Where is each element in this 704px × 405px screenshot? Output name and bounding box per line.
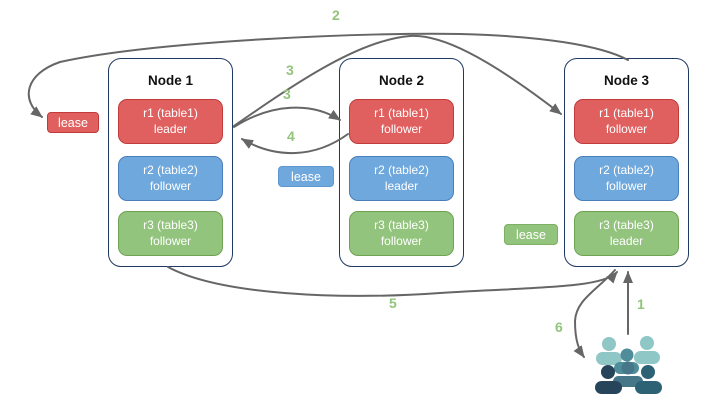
user-group-icon xyxy=(595,336,662,394)
replica-name: r3 (table3) xyxy=(143,218,198,233)
step-label-6: 6 xyxy=(555,319,563,335)
replica-role: follower xyxy=(605,121,648,136)
person-front-center-body xyxy=(613,376,643,387)
step-label-3-to-node2: 3 xyxy=(283,86,291,102)
node-3-title: Node 3 xyxy=(603,73,649,88)
node-3-replica-r1: r1 (table1) follower xyxy=(574,99,679,144)
lease-badge-blue: lease xyxy=(278,166,334,187)
replica-name: r3 (table3) xyxy=(374,218,429,233)
replica-name: r1 (table1) xyxy=(599,106,654,121)
lease-badge-red: lease xyxy=(47,112,99,133)
person-back-right-body xyxy=(634,351,660,364)
node-3: Node 3 r1 (table1) follower r2 (table2) … xyxy=(564,58,689,267)
replica-role: follower xyxy=(380,233,423,248)
step-label-3-to-node3: 3 xyxy=(286,62,294,78)
node-3-replica-r2: r2 (table2) follower xyxy=(574,156,679,201)
replica-role: follower xyxy=(149,178,192,193)
person-back-right-head xyxy=(640,336,654,350)
replica-name: r1 (table1) xyxy=(143,106,198,121)
node-3-replica-r3: r3 (table3) leader xyxy=(574,211,679,256)
replica-name: r3 (table3) xyxy=(599,218,654,233)
lease-badge-green: lease xyxy=(504,224,558,245)
person-middle-head xyxy=(620,348,634,362)
node-1-replica-r1: r1 (table1) leader xyxy=(118,99,223,144)
node-2-replica-r2: r2 (table2) leader xyxy=(349,156,454,201)
arrow-step5 xyxy=(167,266,618,297)
person-front-center-head xyxy=(621,361,635,375)
person-front-right-body xyxy=(635,381,662,394)
replica-role: leader xyxy=(609,233,644,248)
replica-role: follower xyxy=(605,178,648,193)
node-2-replica-r1: r1 (table1) follower xyxy=(349,99,454,144)
person-front-left-body xyxy=(595,381,622,394)
arrow-step6 xyxy=(573,269,616,358)
replica-role: leader xyxy=(384,178,419,193)
node-1-replica-r3: r3 (table3) follower xyxy=(118,211,223,256)
person-middle-body xyxy=(614,362,639,374)
node-2-replica-r3: r3 (table3) follower xyxy=(349,211,454,256)
node-1-title: Node 1 xyxy=(147,73,193,88)
replica-name: r2 (table2) xyxy=(143,163,198,178)
arrow-step4 xyxy=(241,133,349,155)
node-2-title: Node 2 xyxy=(378,73,424,88)
replica-role: follower xyxy=(380,121,423,136)
arrow-step3-to-node2 xyxy=(233,106,341,128)
replica-name: r2 (table2) xyxy=(374,163,429,178)
node-2: Node 2 r1 (table1) follower r2 (table2) … xyxy=(339,58,464,267)
node-1: Node 1 r1 (table1) leader r2 (table2) fo… xyxy=(108,58,233,267)
node-1-replica-r2: r2 (table2) follower xyxy=(118,156,223,201)
replica-role: follower xyxy=(149,233,192,248)
replica-name: r1 (table1) xyxy=(374,106,429,121)
step-label-2: 2 xyxy=(332,7,340,23)
step-label-4: 4 xyxy=(287,128,295,144)
person-front-right-head xyxy=(641,365,655,379)
person-back-left-head xyxy=(602,337,616,351)
replica-name: r2 (table2) xyxy=(599,163,654,178)
person-back-left-body xyxy=(596,352,622,365)
person-front-left-head xyxy=(601,365,615,379)
step-label-5: 5 xyxy=(389,295,397,311)
replica-role: leader xyxy=(153,121,188,136)
step-label-1: 1 xyxy=(637,296,645,312)
